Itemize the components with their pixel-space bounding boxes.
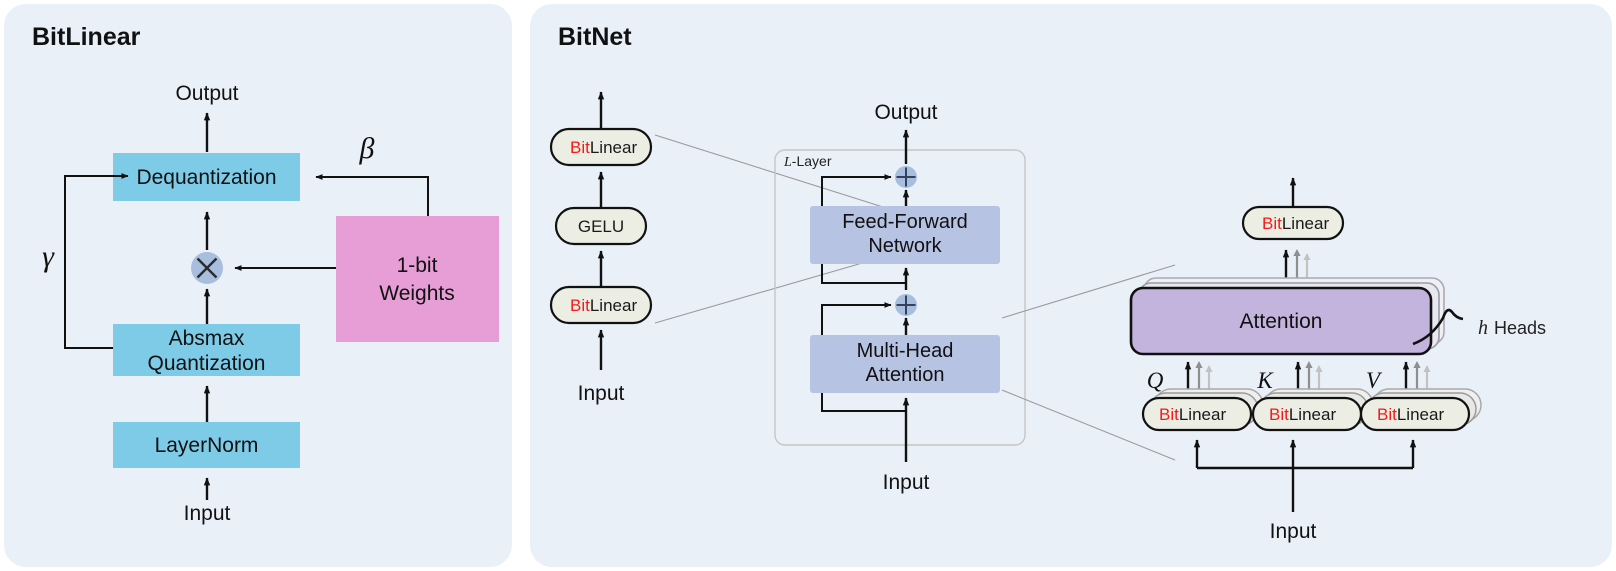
svg-text:BitLinear: BitLinear (570, 138, 637, 157)
block-absmax-quantization (113, 324, 300, 376)
k-projection-bit: Bit (1269, 405, 1289, 424)
block-one-bit-weights-line1: 1-bit (397, 254, 438, 277)
block-layernorm-label: LayerNorm (155, 434, 259, 457)
v-symbol-label: V (1366, 368, 1383, 393)
gamma-symbol: γ (42, 240, 55, 273)
block-layernorm (113, 422, 300, 468)
pill-bitlinear-upper: BitLinear (549, 127, 653, 167)
svg-text:BitLinear: BitLinear (1269, 405, 1336, 424)
block-feed-forward-network (810, 206, 1000, 264)
block-mha-line1: Multi-Head (857, 340, 954, 362)
pill-attn-out-bit: Bit (1262, 214, 1282, 233)
pill-bitlinear-lower-bit: Bit (570, 296, 590, 315)
transformer-layer-container (774, 149, 1026, 446)
block-one-bit-weights-line2: Weights (379, 282, 454, 305)
q-projection-bit: Bit (1159, 405, 1179, 424)
panel-title-bitlinear: BitLinear (32, 23, 141, 51)
svg-text:BitLinear: BitLinear (1159, 405, 1226, 424)
block-attention (1129, 286, 1433, 356)
k-projection-stack: BitLinear (1251, 388, 1374, 432)
attention-detail-input-label: Input (1270, 520, 1317, 543)
panel-title-bitnet: BitNet (558, 23, 632, 51)
callout-line-ffn-upper (654, 134, 884, 208)
heads-label: Heads (1494, 318, 1546, 338)
attention-out-multihead-arrows (1282, 249, 1311, 278)
pill-gelu-label: GELU (578, 217, 624, 236)
block-attention-label: Attention (1240, 310, 1323, 333)
block-dequantization-label: Dequantization (136, 166, 276, 189)
block-dequantization (113, 153, 300, 201)
attention-input-fanout (1193, 439, 1417, 512)
v-projection-bit: Bit (1377, 405, 1397, 424)
pill-attn-out-linear: Linear (1282, 214, 1330, 233)
multiply-operator-node (191, 252, 223, 284)
k-projection-linear: Linear (1289, 405, 1337, 424)
gamma-residual-path (64, 173, 129, 349)
pill-bitlinear-upper-bit: Bit (570, 138, 590, 157)
bitlinear-input-label: Input (184, 502, 231, 525)
callout-line-ffn-lower (654, 256, 884, 324)
residual-add-node-attention (895, 294, 917, 316)
pill-bitlinear-lower-linear: Linear (590, 296, 638, 315)
heads-count-symbol: h (1478, 317, 1488, 339)
layer-badge-rest: -Layer (792, 153, 832, 169)
svg-text:BitLinear: BitLinear (570, 296, 637, 315)
q-projection-linear: Linear (1179, 405, 1227, 424)
transformer-input-label: Input (883, 471, 930, 494)
q-projection-stack: BitLinear (1141, 388, 1264, 432)
bitlinear-output-label: Output (175, 82, 238, 105)
block-one-bit-weights (336, 216, 499, 342)
heads-annotation: h Heads (1412, 308, 1546, 346)
callout-line-attn-upper (1001, 264, 1176, 319)
pill-gelu: GELU (554, 206, 648, 246)
beta-symbol: β (359, 132, 375, 165)
block-multi-head-attention (810, 335, 1000, 393)
v-projection-stack: BitLinear (1359, 388, 1482, 432)
block-absmax-quantization-line2: Quantization (148, 352, 266, 375)
svg-text:BitLinear: BitLinear (1262, 214, 1329, 233)
bitnet-ffnstack-input-label: Input (578, 382, 625, 405)
block-ffn-line1: Feed-Forward (842, 211, 968, 233)
pill-bitlinear-upper-linear: Linear (590, 138, 638, 157)
transformer-output-label: Output (874, 101, 937, 124)
residual-add-node-ffn (895, 166, 917, 188)
layer-badge: L-Layer (783, 153, 832, 170)
pill-bitlinear-lower: BitLinear (549, 285, 653, 325)
block-absmax-quantization-line1: Absmax (169, 327, 245, 350)
block-ffn-line2: Network (868, 235, 942, 257)
svg-text:BitLinear: BitLinear (1377, 405, 1444, 424)
panel-bitnet-background (530, 4, 1612, 567)
v-projection-linear: Linear (1397, 405, 1445, 424)
callout-line-attn-lower (1001, 389, 1176, 461)
beta-path (315, 174, 429, 217)
q-symbol-label: Q (1147, 368, 1164, 393)
block-mha-line2: Attention (866, 364, 945, 386)
pill-bitlinear-attn-out: BitLinear (1241, 205, 1345, 241)
layer-badge-italic: L (783, 155, 792, 170)
k-symbol-label: K (1256, 368, 1274, 393)
